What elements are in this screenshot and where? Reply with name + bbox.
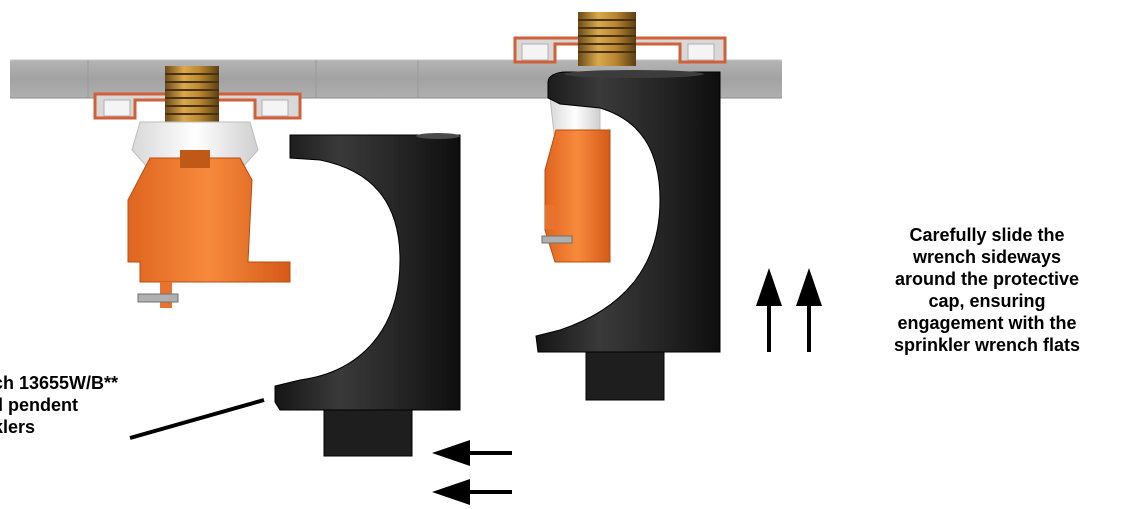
arrow-left-icon <box>432 479 512 505</box>
instruction-line: cap, ensuring <box>928 291 1046 311</box>
instruction-line: around the protective <box>894 269 1080 289</box>
brass-thread-right <box>578 12 636 66</box>
arrow-left-icon <box>432 440 512 466</box>
callout-line: nklers <box>0 417 36 437</box>
instruction-line: Carefully slide the <box>909 225 1065 245</box>
arrow-up-icon <box>796 268 822 352</box>
arrow-up-icon <box>756 268 782 352</box>
wrench-right <box>535 70 721 401</box>
protective-cap-right <box>541 129 611 263</box>
sprinkler-left <box>93 66 302 308</box>
escutcheon-right <box>513 36 727 64</box>
brass-thread-left <box>165 66 219 124</box>
escutcheon-left <box>93 92 302 120</box>
instruction-line: engagement with the <box>897 313 1077 333</box>
callout-line: ed pendent <box>0 395 79 415</box>
callout-leader-line <box>129 398 265 440</box>
instruction-text: Carefully slide the wrench sideways arou… <box>842 224 1132 356</box>
instruction-line: sprinkler wrench flats <box>893 335 1081 355</box>
wrench-callout-label: nch 13655W/B** ed pendent nklers <box>0 372 202 438</box>
protective-cap-left <box>127 150 291 308</box>
wrench-left <box>274 133 461 457</box>
instruction-line: wrench sideways <box>912 247 1062 267</box>
callout-line: nch 13655W/B** <box>0 373 119 393</box>
